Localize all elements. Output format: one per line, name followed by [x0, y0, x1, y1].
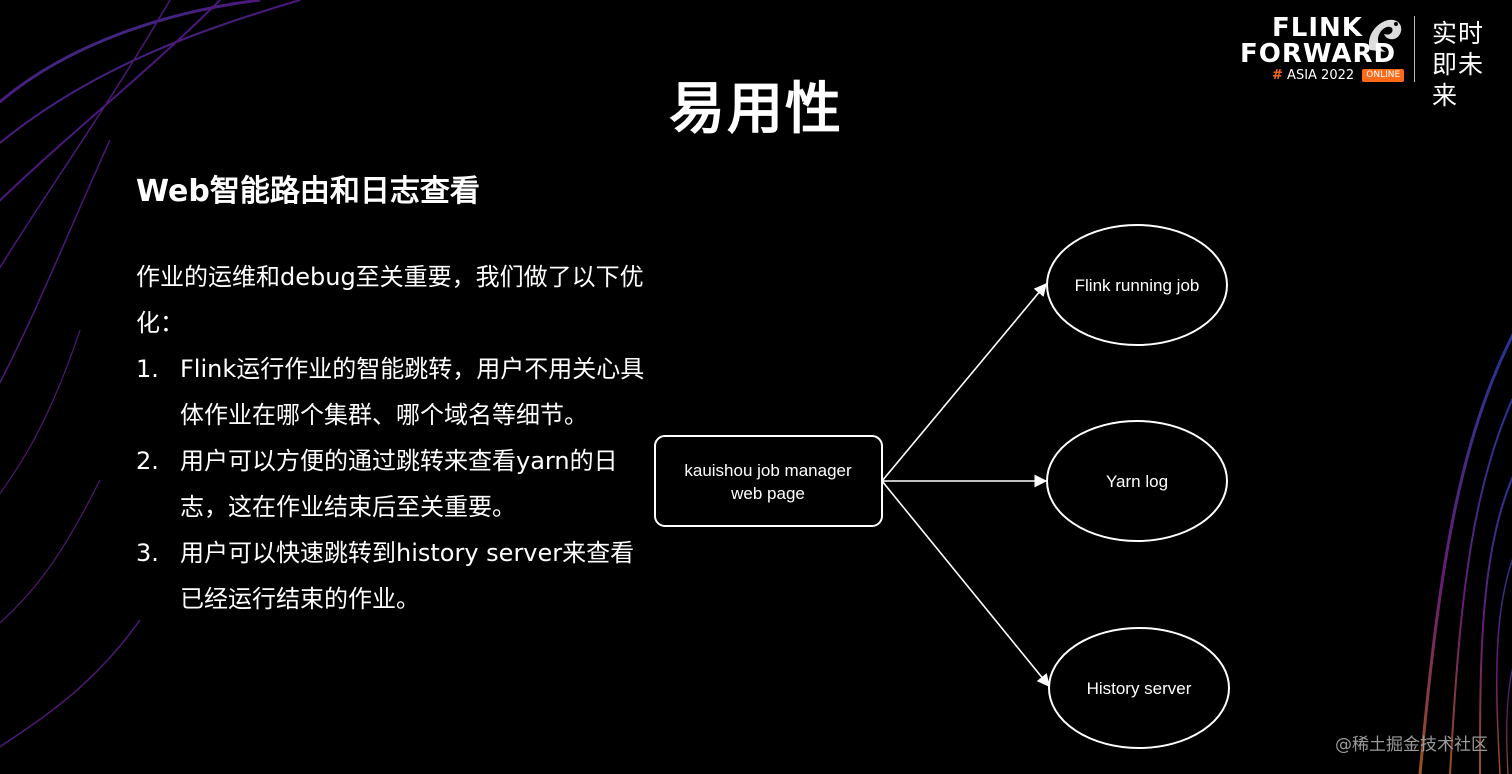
logo-line-flink: FLINK [1272, 13, 1363, 43]
list-number: 1. [136, 355, 159, 383]
flink-forward-logo: FLINK FORWARD # ASIA 2022 ONLINE 实时即未来 [1238, 13, 1508, 110]
target-node-label: History server [1087, 679, 1192, 698]
intro-text: 作业的运维和debug至关重要，我们做了以下优化： [136, 263, 644, 337]
target-node-flink-running-job [1046, 224, 1228, 346]
source-node-label-1: kauishou job manager [684, 461, 852, 480]
online-badge: ONLINE [1362, 69, 1405, 82]
source-node [654, 435, 883, 527]
watermark: @稀土掘金技术社区 [1335, 735, 1488, 755]
logo-event: # ASIA 2022 ONLINE [1272, 68, 1405, 84]
list-item: 3. 用户可以快速跳转到history server来查看已经运行结束的作业。 [136, 530, 656, 622]
list-text: Flink运行作业的智能跳转，用户不用关心具体作业在哪个集群、哪个域名等细节。 [180, 355, 645, 429]
optimization-list: 1. Flink运行作业的智能跳转，用户不用关心具体作业在哪个集群、哪个域名等细… [136, 346, 656, 622]
logo-slogan: 实时即未来 [1432, 19, 1485, 110]
logo-hash: # [1272, 68, 1283, 83]
squirrel-icon [1368, 19, 1402, 53]
arrow-to-history-server [881, 480, 1050, 687]
source-node-label-2: web page [730, 484, 805, 503]
list-text: 用户可以快速跳转到history server来查看已经运行结束的作业。 [180, 539, 635, 613]
list-number: 3. [136, 539, 159, 567]
slide-title: 易用性 [669, 77, 843, 142]
logo-divider [1414, 16, 1415, 82]
list-item: 1. Flink运行作业的智能跳转，用户不用关心具体作业在哪个集群、哪个域名等细… [136, 346, 656, 438]
list-item: 2. 用户可以方便的通过跳转来查看yarn的日志，这在作业结束后至关重要。 [136, 438, 656, 530]
arrow-to-flink-running-job [881, 283, 1047, 482]
slide-subtitle: Web智能路由和日志查看 [136, 174, 480, 209]
list-text: 用户可以方便的通过跳转来查看yarn的日志，这在作业结束后至关重要。 [180, 447, 618, 521]
target-node-label: Flink running job [1075, 276, 1200, 295]
list-number: 2. [136, 447, 159, 475]
logo-event-name: ASIA 2022 [1287, 68, 1355, 83]
target-node-history-server [1048, 627, 1230, 749]
logo-line-forward: FORWARD [1240, 39, 1397, 69]
target-node-label: Yarn log [1106, 472, 1168, 491]
